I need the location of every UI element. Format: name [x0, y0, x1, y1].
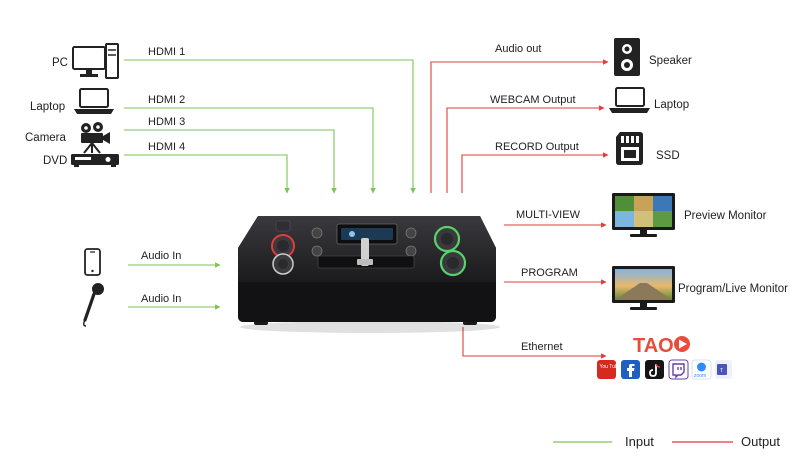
- dvd-label: DVD: [43, 155, 67, 167]
- twitch-icon: [668, 359, 689, 380]
- cable-hdmi-2: [124, 107, 376, 194]
- ssd-label: SSD: [656, 150, 680, 162]
- cable-record-output: [461, 152, 609, 193]
- legend: Input Output: [553, 434, 780, 449]
- audio-in-phone-label: Audio In: [141, 250, 181, 262]
- video-switcher-device: [238, 216, 500, 333]
- hdmi-4-label: HDMI 4: [148, 141, 185, 153]
- teams-icon-label: T: [720, 368, 723, 374]
- program-label: PROGRAM: [521, 267, 578, 279]
- hdmi-3-label: HDMI 3: [148, 116, 185, 128]
- zoom-icon-label: zoom: [694, 373, 706, 379]
- cable-hdmi-4: [124, 154, 290, 194]
- youtube-icon: You Tube: [597, 360, 621, 379]
- hdmi-1-label: HDMI 1: [148, 46, 185, 58]
- dvd-player-icon: [71, 154, 119, 167]
- facebook-icon: [621, 360, 640, 379]
- speaker-icon: [614, 38, 640, 76]
- cable-ethernet: [462, 327, 607, 359]
- cable-hdmi-1: [124, 59, 416, 194]
- pc-label: PC: [52, 57, 68, 69]
- input-cables: [124, 59, 416, 310]
- microphone-icon: [83, 283, 104, 327]
- streaming-platforms: You Tube zoom T: [597, 359, 732, 380]
- laptop-output-label: Laptop: [654, 99, 689, 111]
- preview-monitor-label: Preview Monitor: [684, 210, 767, 222]
- pc-icon: [72, 43, 119, 79]
- camera-icon: [81, 122, 110, 154]
- speaker-label: Speaker: [649, 55, 692, 67]
- ethernet-label: Ethernet: [521, 341, 563, 353]
- cable-audio-out: [430, 59, 609, 193]
- camera-label: Camera: [25, 132, 67, 144]
- program-monitor-label: Program/Live Monitor: [678, 283, 788, 295]
- phone-icon: [84, 248, 101, 276]
- zoom-icon: zoom: [691, 359, 712, 380]
- cable-hdmi-3: [124, 129, 337, 194]
- preview-monitor-icon: [612, 193, 675, 237]
- cable-webcam-output: [446, 105, 605, 193]
- audio-out-label: Audio out: [495, 43, 541, 55]
- record-output-label: RECORD Output: [495, 141, 579, 153]
- program-monitor-icon: [612, 266, 675, 310]
- hdmi-2-label: HDMI 2: [148, 94, 185, 106]
- tiktok-icon: [645, 360, 664, 379]
- ssd-card-icon: [616, 132, 643, 165]
- youtube-icon-label: You Tube: [600, 364, 621, 370]
- laptop-input-icon: [74, 88, 114, 114]
- multi-view-label: MULTI-VIEW: [516, 209, 581, 221]
- legend-input-label: Input: [625, 434, 654, 449]
- cable-labels: HDMI 1 HDMI 2 HDMI 3 HDMI 4 Audio In Aud…: [141, 43, 581, 353]
- tao-logo-text: TAO: [633, 335, 674, 357]
- legend-output-label: Output: [741, 434, 780, 449]
- webcam-output-label: WEBCAM Output: [490, 94, 576, 106]
- tao-logo: TAO: [633, 335, 690, 357]
- audio-in-mic-label: Audio In: [141, 293, 181, 305]
- laptop-input-label: Laptop: [30, 101, 65, 113]
- teams-icon: T: [715, 360, 732, 379]
- output-cables: [430, 59, 609, 359]
- laptop-output-icon: [609, 87, 650, 113]
